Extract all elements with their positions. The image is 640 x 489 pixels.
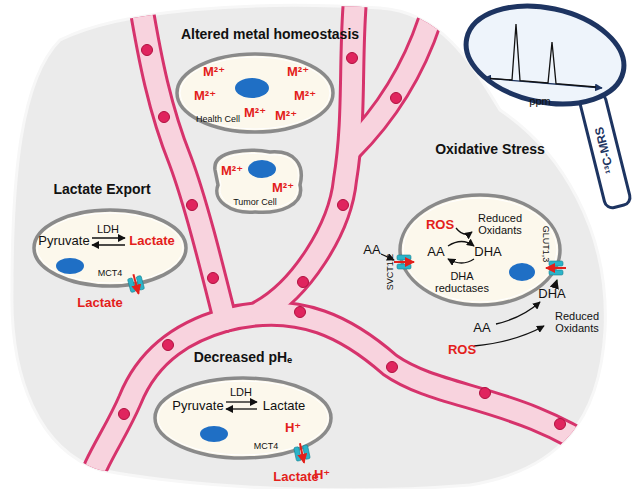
heading: Altered metal homeostasis: [181, 27, 359, 42]
magnifier: [457, 0, 633, 209]
metabolite-label: DHA: [538, 287, 565, 301]
ion-label: M²⁺: [287, 65, 309, 79]
cell-label: Health Cell: [196, 115, 240, 125]
metabolite-label: Lactate: [273, 470, 319, 484]
lactate-export-cell: Lactate ExportPyruvateLDHLactateMCT4: [32, 206, 192, 296]
ion-label: M²⁺: [203, 65, 225, 79]
ion-label: M²⁺: [221, 164, 243, 178]
health-cell: Altered metal homeostasisM²⁺M²⁺M²⁺M²⁺M²⁺…: [175, 52, 335, 134]
metabolite-label: Pyruvate: [172, 399, 223, 413]
metabolite-label: Lactate: [77, 296, 123, 310]
ion-label: M²⁺: [275, 109, 297, 123]
metabolite-label: Lactate: [129, 234, 175, 248]
enzyme-label: LDH: [230, 386, 252, 398]
transporter-label: GLUT1,3: [540, 226, 550, 263]
proton-label: H⁺: [314, 468, 330, 482]
ion-label: M²⁺: [294, 89, 316, 103]
heading: Lactate Export: [53, 182, 150, 197]
product-label: Reduced Oxidants: [472, 212, 528, 236]
enzyme-label: DHA reductases: [427, 270, 497, 294]
metabolite-label: Pyruvate: [38, 234, 89, 248]
metabolite-label: AA: [473, 321, 490, 335]
heading: Decreased pHₑ: [194, 350, 293, 365]
transporter-label: SVCT1,2: [386, 254, 396, 291]
ros-label: ROS: [426, 218, 454, 232]
enzyme-label: LDH: [97, 223, 119, 235]
proton-label: H⁺: [285, 421, 301, 435]
heading: Oxidative Stress: [435, 142, 545, 157]
axis-label: ppm: [529, 95, 550, 107]
cell-label: Tumor Cell: [233, 198, 277, 208]
product-label: Reduced Oxidants: [549, 310, 605, 334]
transporter-label: MCT4: [254, 442, 279, 452]
decreased-ph-cell: Decreased pHₑPyruvateLDHLactateH⁺MCT4: [152, 374, 336, 464]
ion-label: M²⁺: [272, 181, 294, 195]
ion-label: M²⁺: [194, 89, 216, 103]
transporter-label: MCT4: [98, 269, 123, 279]
ion-label: M²⁺: [244, 106, 266, 120]
metabolite-label: AA: [363, 243, 380, 257]
metabolite-label: AA: [427, 245, 444, 259]
metabolite-label: DHA: [474, 245, 501, 259]
metabolite-label: Lactate: [263, 399, 306, 413]
cell-outline: [32, 206, 192, 296]
tumor-cell: M²⁺ M²⁺ Tumor Cell: [208, 146, 308, 216]
ros-label: ROS: [448, 343, 476, 357]
